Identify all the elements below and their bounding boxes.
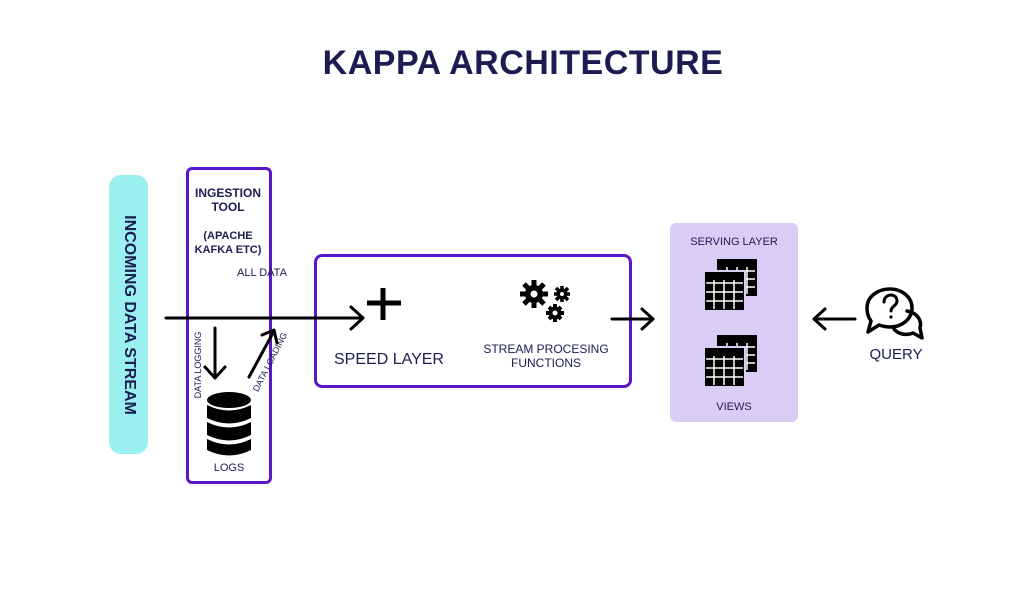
question-chat-icon	[865, 287, 924, 340]
logs-label: LOGS	[213, 462, 245, 474]
data-logging-arrow	[203, 326, 227, 380]
stream-processing-label: STREAM PROCESING FUNCTIONS	[481, 342, 611, 370]
database-icon	[207, 392, 251, 456]
table-icon	[703, 335, 757, 388]
speed-layer-label: SPEED LAYER	[334, 351, 444, 368]
ingestion-tool-title: INGESTION TOOL	[188, 186, 268, 214]
all-data-label: ALL DATA	[237, 267, 287, 279]
query-to-serving-arrow	[812, 307, 857, 331]
ingestion-tool-box	[186, 167, 272, 484]
ingestion-sub-line1: (APACHE	[203, 230, 253, 242]
data-loading-arrow	[247, 328, 279, 379]
plus-icon	[367, 288, 401, 320]
stream-line1: STREAM PROCESING	[483, 342, 609, 356]
table-icon	[703, 259, 757, 312]
ingestion-sub-line2: KAFKA ETC)	[194, 244, 262, 256]
speed-to-serving-arrow	[610, 307, 655, 331]
serving-layer-box	[670, 223, 798, 422]
main-stream-arrow	[164, 305, 365, 331]
query-label: QUERY	[869, 346, 923, 363]
gears-icon	[520, 280, 570, 322]
views-label: VIEWS	[716, 401, 752, 413]
ingestion-tool-subtitle: (APACHE KAFKA ETC)	[188, 229, 268, 257]
speed-layer-box	[314, 254, 632, 388]
incoming-data-stream-bar	[109, 175, 148, 454]
ingestion-title-line2: TOOL	[211, 200, 245, 214]
serving-layer-label: SERVING LAYER	[690, 236, 778, 248]
page-title: KAPPA ARCHITECTURE	[322, 44, 724, 82]
ingestion-title-line1: INGESTION	[194, 186, 261, 200]
stream-line2: FUNCTIONS	[511, 356, 581, 370]
